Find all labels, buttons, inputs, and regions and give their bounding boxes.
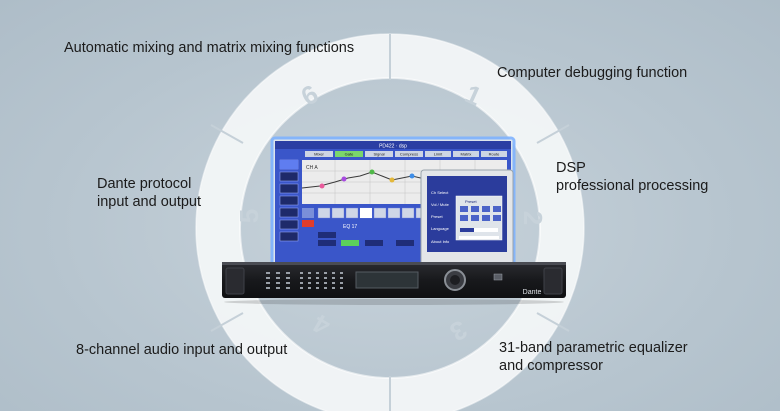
feature-2-label-line1: DSP (556, 160, 586, 176)
ring-number-4: 4 (307, 308, 335, 341)
eq-band-markers (319, 169, 415, 189)
ring-number-3: 3 (445, 314, 473, 347)
ring-number-5: 5 (234, 209, 264, 223)
tab-route[interactable]: Route (489, 152, 500, 157)
eq-band-label: EQ 17 (343, 224, 357, 230)
tab-gate[interactable]: Gate (345, 152, 354, 157)
tab-matrix[interactable]: Matrix (461, 152, 472, 157)
touch-panel: Ch Select Vol / Mute Preset Language Abo… (420, 169, 514, 267)
feature-5-label-line1: Dante protocol (97, 176, 192, 192)
tab-compress[interactable]: Compress (400, 152, 418, 157)
feature-4-label: 8-channel audio input and output (76, 342, 288, 358)
feature-3-label-line2: and compressor (499, 358, 603, 374)
tab-mixer[interactable]: Mixer (314, 152, 324, 157)
rack-device: Dante (222, 262, 566, 305)
device-brand: Dante (523, 289, 542, 296)
panel-menu-3: Language (431, 226, 450, 231)
tab-signal[interactable]: Signal (373, 152, 384, 157)
feature-ring (195, 33, 585, 411)
window-title: PD422 · dsp (379, 144, 407, 150)
feature-2-label-line2: professional processing (556, 178, 709, 194)
feature-3-label-line1: 31-band parametric equalizer (499, 340, 688, 356)
tab-limit[interactable]: Limit (434, 152, 443, 157)
feature-6-label: Automatic mixing and matrix mixing funct… (64, 40, 355, 56)
panel-menu-0: Ch Select (431, 190, 449, 195)
eq-channel-label: CH A (306, 165, 318, 171)
usb-port (493, 273, 503, 281)
feature-5-label-line2: input and output (97, 194, 202, 210)
feature-1-label: Computer debugging function (497, 65, 688, 81)
panel-menu-1: Vol / Mute (431, 202, 450, 207)
panel-menu-4: About Info (431, 239, 450, 244)
panel-menu-2: Preset (431, 214, 443, 219)
panel-group-label: Preset (465, 199, 477, 204)
lcd-display (355, 271, 419, 289)
ring-number-2: 2 (518, 211, 548, 225)
